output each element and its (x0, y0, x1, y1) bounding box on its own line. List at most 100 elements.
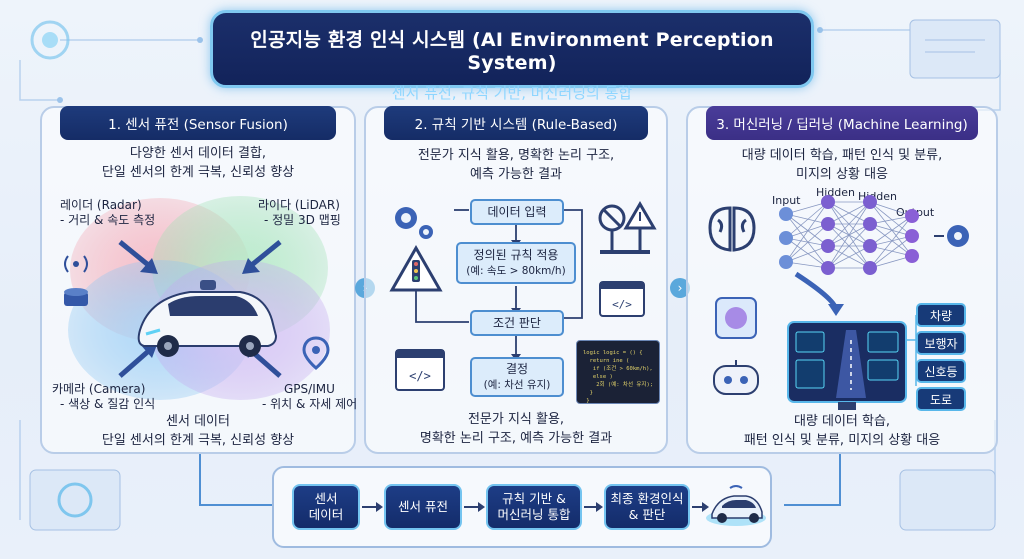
rule-based-footer-line1: 전문가 지식 활용, (467, 412, 565, 427)
panel-rule-based-header: 2. 규칙 기반 시스템 (Rule-Based) (384, 106, 648, 140)
road-signs-icon (598, 201, 657, 254)
nn-node (779, 207, 793, 221)
lidar-title: 라이다 (LiDAR) (258, 198, 340, 212)
lidar-desc: - 정밀 3D 맵핑 (264, 213, 341, 227)
code-snippet: logic logic = () { return ine ( if (조건 >… (576, 340, 660, 404)
pipeline-step-integration: 규칙 기반 & 머신러닝 통합 (486, 484, 582, 530)
pipeline-step-sensor-data: 센서 데이터 (292, 484, 360, 530)
flow-box-data-input: 데이터 입력 (470, 199, 564, 225)
radar-signal-icon (64, 255, 88, 306)
ml-output-pedestrian: 보행자 (916, 331, 966, 355)
pipeline-step-sensor-fusion: 센서 퓨전 (384, 484, 462, 530)
traffic-light-warning-icon (389, 244, 443, 292)
chevron-right-icon: › (670, 278, 690, 298)
flow-box-rule-apply-example: (예: 속도 > 80km/h) (466, 265, 566, 277)
gps-label: GPS/IMU - 위치 & 자세 제어 (262, 382, 357, 412)
ml-output-road: 도로 (916, 387, 966, 411)
flow-box-data-input-label: 데이터 입력 (487, 205, 547, 219)
page-title: 인공지능 환경 인식 시스템 (AI Environment Perceptio… (250, 29, 774, 74)
nn-node (779, 255, 793, 269)
nn-edge (869, 223, 913, 257)
rule-based-footer-line2: 명확한 논리 구조, 예측 가능한 결과 (419, 431, 613, 446)
flow-box-condition: 조건 판단 (470, 310, 564, 336)
svg-text:</>: </> (409, 369, 431, 383)
nn-edge (827, 201, 871, 269)
nn-edge (785, 245, 829, 263)
sensor-fusion-desc: 다양한 센서 데이터 결합, 단일 센서의 한계 극복, 신뢰성 향상 (50, 144, 346, 182)
sensor-fusion-desc-line2: 단일 센서의 한계 극복, 신뢰성 향상 (101, 165, 295, 180)
gear-icon (395, 207, 433, 239)
chip-brain-icon (715, 297, 757, 339)
nn-edge (869, 215, 913, 247)
sensor-fusion-venn (68, 196, 330, 400)
nn-edge (785, 237, 829, 269)
sensor-fusion-footer-line1: 센서 데이터 (166, 414, 230, 429)
robot-icon (713, 360, 759, 395)
code-window-icon: </> (599, 281, 645, 317)
nn-edge (827, 201, 871, 247)
nn-edge (869, 201, 913, 257)
ml-output-traffic-light: 신호등 (916, 359, 966, 383)
radar-desc: - 거리 & 속도 측정 (60, 213, 156, 227)
ml-output-road-label: 도로 (929, 392, 953, 407)
ml-output-vehicle-label: 차량 (929, 308, 953, 323)
ml-desc: 대량 데이터 학습, 패턴 인식 및 분류, 미지의 상황 대응 (696, 146, 988, 184)
nn-edge (785, 223, 829, 263)
ml-footer: 대량 데이터 학습, 패턴 인식 및 분류, 미지의 상황 대응 (696, 412, 988, 450)
panel-machine-learning-header: 3. 머신러닝 / 딥러닝 (Machine Learning) (706, 106, 978, 140)
ml-desc-line1: 대량 데이터 학습, 패턴 인식 및 분류, (741, 148, 943, 163)
brain-icon (708, 206, 756, 252)
nn-edge (785, 201, 829, 215)
gear-icon (947, 225, 969, 247)
nn-node (905, 229, 919, 243)
nn-edge (869, 201, 913, 237)
page-subtitle: 센서 퓨전, 규칙 기반, 머신러닝의 통합 (391, 84, 633, 102)
nn-node (821, 239, 835, 253)
nn-node (863, 195, 877, 209)
nn-edge (869, 255, 913, 269)
rule-based-desc-line2: 예측 가능한 결과 (470, 167, 562, 182)
rule-based-footer: 전문가 지식 활용, 명확한 논리 구조, 예측 가능한 결과 (374, 410, 658, 448)
panel-sensor-fusion-header: 1. 센서 퓨전 (Sensor Fusion) (60, 106, 336, 140)
nn-node (863, 217, 877, 231)
camera-desc: - 색상 & 질감 인식 (60, 397, 156, 411)
monitor-icon (787, 321, 907, 410)
camera-label: 카메라 (Camera) - 색상 & 질감 인식 (52, 382, 155, 412)
ml-footer-line2: 패턴 인식 및 분류, 미지의 상황 대응 (743, 433, 941, 448)
rule-based-desc-line1: 전문가 지식 활용, 명확한 논리 구조, (417, 148, 615, 163)
nn-edge (785, 201, 829, 263)
flow-box-rule-apply: 정의된 규칙 적용 (예: 속도 > 80km/h) (456, 242, 576, 284)
neural-network-diagram (708, 195, 969, 410)
nn-node (821, 195, 835, 209)
code-window-icon: </> (395, 349, 445, 391)
nn-edge (869, 223, 913, 237)
nn-edge (869, 201, 913, 217)
nn-edge (869, 235, 913, 247)
nn-edge (785, 213, 829, 247)
flow-box-decision-label: 결정 (505, 362, 529, 376)
gps-desc: - 위치 & 자세 제어 (262, 397, 358, 411)
svg-text:</>: </> (612, 298, 632, 311)
flow-box-condition-label: 조건 판단 (493, 316, 541, 330)
nn-edge (869, 245, 913, 257)
ml-output-vehicle: 차량 (916, 303, 966, 327)
nn-edge (785, 213, 829, 269)
rule-based-desc: 전문가 지식 활용, 명확한 논리 구조, 예측 가능한 결과 (374, 146, 658, 184)
flow-box-decision: 결정 (예: 차선 유지) (470, 357, 564, 397)
nn-node (821, 261, 835, 275)
lidar-label: 라이다 (LiDAR) - 정밀 3D 맵핑 (258, 198, 341, 228)
sensor-fusion-footer-line2: 단일 센서의 한계 극복, 신뢰성 향상 (101, 433, 295, 448)
nn-edge (785, 213, 829, 225)
camera-title: 카메라 (Camera) (52, 382, 146, 396)
nn-node (821, 217, 835, 231)
ml-output-pedestrian-label: 보행자 (924, 336, 958, 351)
flow-box-decision-example: (예: 차선 유지) (483, 379, 551, 391)
nn-edge (869, 235, 913, 269)
nn-node (863, 239, 877, 253)
ml-output-traffic-light-label: 신호등 (924, 364, 958, 379)
sensor-fusion-footer: 센서 데이터 단일 센서의 한계 극복, 신뢰성 향상 (60, 412, 336, 450)
nn-node (905, 249, 919, 263)
nn-edge (827, 201, 871, 225)
nn-node (863, 261, 877, 275)
flow-box-rule-apply-label: 정의된 규칙 적용 (473, 248, 559, 262)
